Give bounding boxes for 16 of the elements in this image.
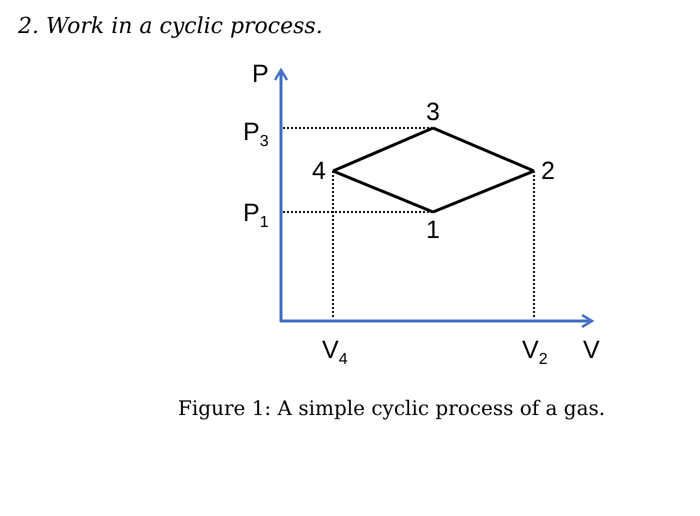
axis-label: V (583, 336, 600, 364)
axis-value-label: P$_{3}$ (243, 118, 269, 152)
point-label: 4 (305, 157, 333, 185)
axis-value-label: V$_{2}$ (522, 336, 548, 370)
axis-value-label: V$_{4}$ (322, 336, 348, 370)
figure-caption: Figure 1: A simple cyclic process of a gas. (178, 396, 606, 420)
axis-value-label: P$_{1}$ (243, 199, 269, 233)
point-label: 3 (420, 98, 446, 128)
point-label: 2 (534, 157, 562, 185)
process-line (432, 126, 535, 172)
process-line (332, 126, 434, 172)
question-heading: 2. Work in a cyclic process. (18, 14, 323, 39)
point-label: 1 (420, 212, 446, 244)
process-line (432, 170, 535, 214)
axis-label: P (252, 60, 269, 88)
process-line (332, 170, 434, 214)
